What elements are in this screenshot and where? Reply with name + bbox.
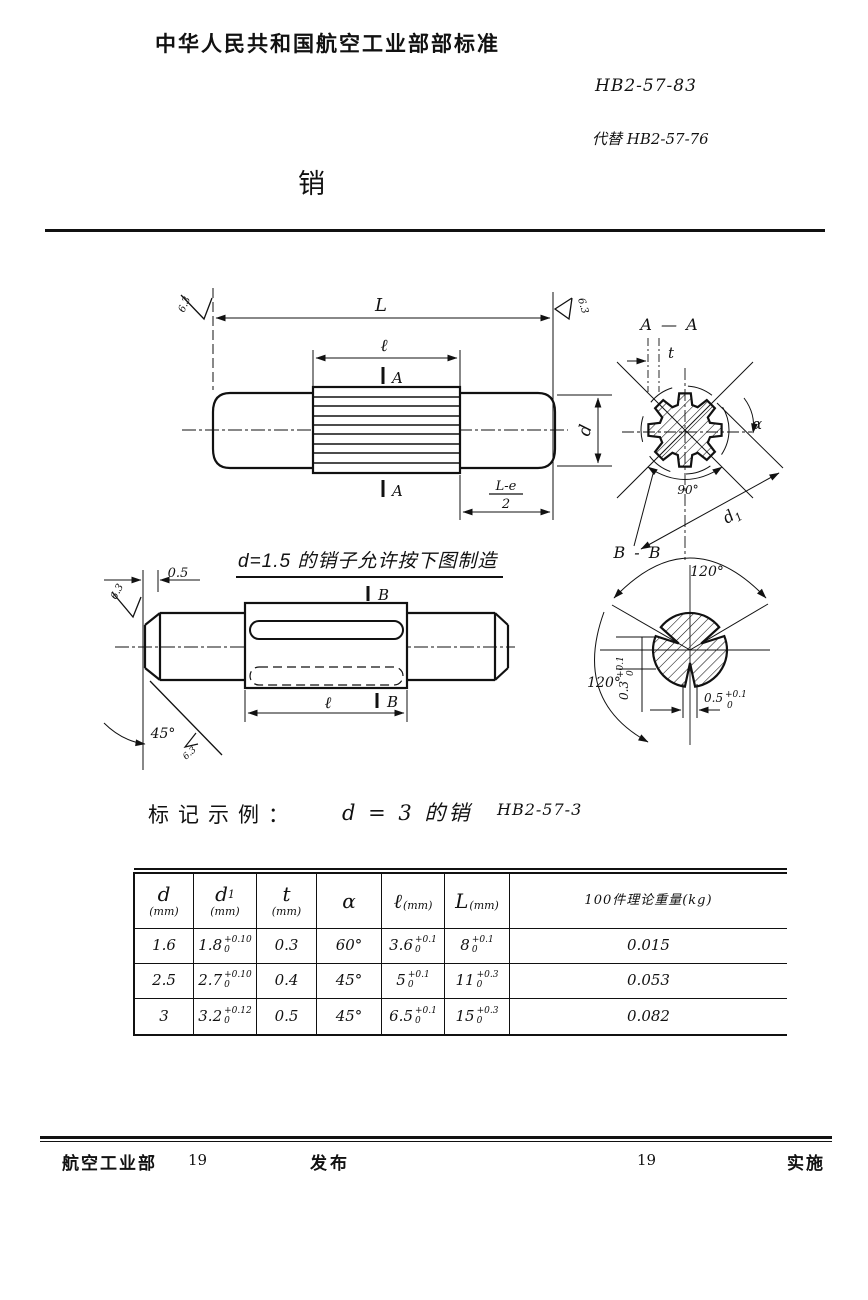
footer-publish-label: 发布 xyxy=(310,1154,350,1173)
standard-number: HB2-57-83 xyxy=(595,76,697,96)
section-aa-title: A — A xyxy=(638,315,699,334)
knurl-lines xyxy=(313,396,460,464)
section-a-bottom-label: A xyxy=(390,482,403,500)
section-a-top-label: A xyxy=(390,369,403,387)
marking-example-code: HB2-57-3 xyxy=(497,800,583,819)
dim-d-label: d xyxy=(575,422,597,438)
marking-example-label: 标记示例： xyxy=(148,804,298,827)
marking-example: 标记示例： d = 3 的销 HB2-57-3 xyxy=(0,797,868,831)
dim-l-alt-label: ℓ xyxy=(325,693,332,712)
org-title: 中华人民共和国航空工业部部标准 xyxy=(155,33,500,56)
col-header-alpha: α xyxy=(317,874,382,929)
cell-w-r1: 0.015 xyxy=(510,929,787,964)
document-title: 销 xyxy=(298,169,329,199)
footer-divider xyxy=(40,1136,832,1142)
col-header-t: t(mm) xyxy=(257,874,317,929)
spline-cross-section xyxy=(647,392,723,468)
roughness-right-label: 6.3 xyxy=(575,297,590,315)
cell-alpha-r2: 45° xyxy=(317,964,382,999)
replaces-note: 代替 HB2-57-76 xyxy=(592,130,709,148)
pin-alt-view xyxy=(103,570,515,770)
svg-text:+0.1: +0.1 xyxy=(725,690,747,700)
svg-text:+0.1: +0.1 xyxy=(616,656,626,678)
pin-main-view xyxy=(180,288,612,520)
svg-text:0.3: 0.3 xyxy=(617,681,631,700)
roughness-chamfer-label: 6.3 xyxy=(181,745,199,762)
section-b-bottom-label: B xyxy=(386,693,398,711)
section-bb-view xyxy=(594,557,770,745)
col-header-d: d(mm) xyxy=(135,874,194,929)
alpha-label: α xyxy=(752,415,762,433)
cell-w-r2: 0.053 xyxy=(510,964,787,999)
cell-w-r3: 0.082 xyxy=(627,1006,670,1025)
footer-year-left: 19 xyxy=(188,1151,208,1169)
angle-120-top-label: 120° xyxy=(690,564,724,580)
angle-90-label: 90° xyxy=(677,483,698,497)
header-divider xyxy=(45,229,825,232)
section-aa-view xyxy=(616,338,784,560)
svg-text:0.5: 0.5 xyxy=(704,691,723,705)
cell-t-r3: 0.5 xyxy=(257,999,317,1034)
tol-05-label: 0.5 +0.1 0 xyxy=(704,690,747,711)
cell-t-r1: 0.3 xyxy=(257,929,317,964)
angle-45-label: 45° xyxy=(150,726,176,742)
col-header-l: ℓ(mm) xyxy=(382,874,445,929)
dim-t-label: t xyxy=(668,344,675,362)
dim-05-label: 0.5 xyxy=(168,566,189,581)
dim-L-label: L xyxy=(374,295,387,316)
marking-example-text: d = 3 的销 xyxy=(342,801,473,825)
dim-d1-label: d1 xyxy=(719,502,745,530)
cell-d-r2: 2.5 xyxy=(135,964,194,999)
pin-alt-view-labels: 0.5 6.3 B B ℓ 45° 6.3 xyxy=(109,566,398,762)
cell-d-r1: 1.6 xyxy=(135,929,194,964)
section-aa-labels: A — A t 90° α d1 xyxy=(638,315,762,530)
section-bb-title: B - B xyxy=(612,543,662,562)
footer-implement-label: 实施 xyxy=(787,1154,825,1173)
col-header-weight: 100件理论重量(kg) xyxy=(510,874,787,929)
cell-t-r2: 0.4 xyxy=(257,964,317,999)
cell-alpha-r1: 60° xyxy=(317,929,382,964)
footer-year-right: 19 xyxy=(637,1151,657,1169)
svg-text:0: 0 xyxy=(727,701,733,711)
cell-d-r3: 3 xyxy=(135,999,194,1034)
footer-issuer: 航空工业部 xyxy=(62,1154,157,1173)
trilobe-cross-section xyxy=(651,611,729,688)
section-b-top-label: B xyxy=(377,586,389,604)
dim-l-label: ℓ xyxy=(380,336,387,356)
cell-alpha-r3: 45° xyxy=(317,999,382,1034)
alt-manufacturing-note: d=1.5 的销子允许按下图制造 xyxy=(236,546,504,578)
col-header-L: L(mm) xyxy=(445,874,510,929)
dim-le-denominator: 2 xyxy=(501,497,510,512)
section-bb-labels: B - B 120° 120° 0.3 +0.1 0 0.5 +0.1 0 xyxy=(587,543,747,711)
svg-text:0: 0 xyxy=(626,670,636,676)
pin-main-view-labels: L ℓ A A d L-e 2 6.3 6.3 xyxy=(177,295,597,512)
roughness-left-label: 6.3 xyxy=(177,295,194,314)
dim-le-numerator: L-e xyxy=(495,479,517,494)
tol-03-label: 0.3 +0.1 0 xyxy=(616,656,636,700)
pin-drawing: L ℓ A A d L-e 2 6.3 6.3 xyxy=(103,288,784,770)
roughness-alt-left-label: 6.3 xyxy=(109,582,126,601)
angle-120-left-label: 120° xyxy=(587,675,621,691)
